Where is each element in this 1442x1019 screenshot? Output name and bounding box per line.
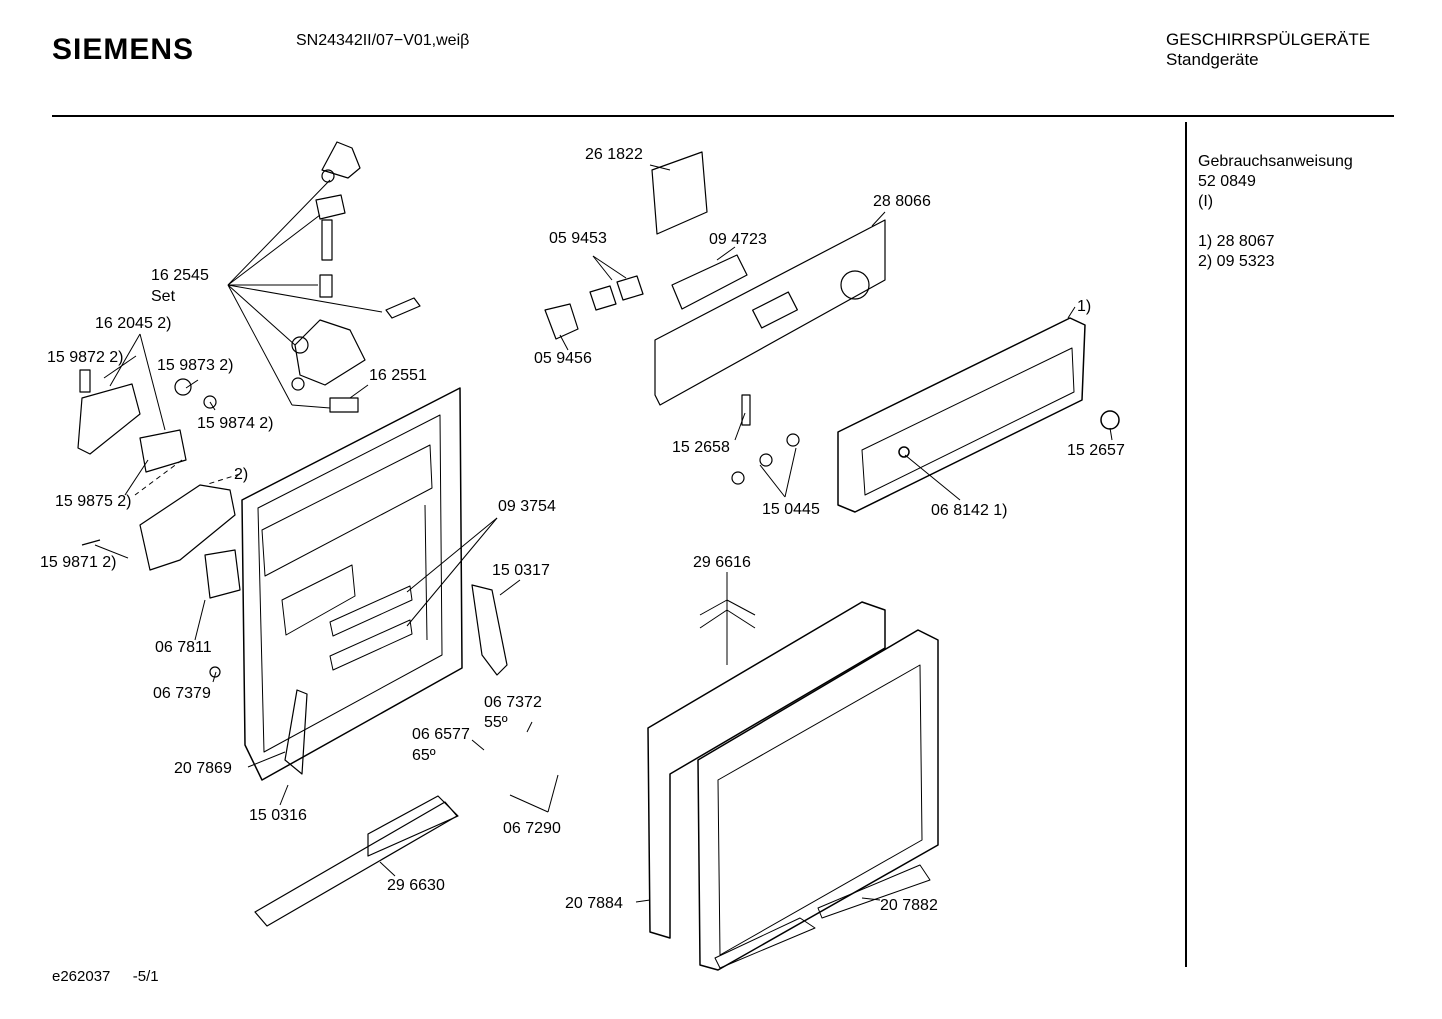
part-label: Set: [151, 288, 176, 305]
category-subtitle: Standgeräte: [1166, 50, 1259, 69]
door-frames: [647, 601, 939, 971]
category-title: GESCHIRRSPÜLGERÄTE: [1166, 30, 1371, 49]
part-label: 15 9874 2): [197, 415, 274, 432]
part-label: 09 4723: [709, 231, 767, 248]
manual-number: 52 0849: [1198, 173, 1256, 190]
control-panel-facia: [837, 317, 1120, 513]
part-label: 16 2551: [369, 367, 427, 384]
sidebar-notes: Gebrauchsanweisung 52 0849 (I) 1) 28 806…: [1198, 152, 1353, 272]
part-label: 16 2545: [151, 267, 209, 284]
part-label: 05 9453: [549, 230, 607, 247]
inner-door-panel: [241, 387, 463, 781]
leader-lines: [94, 164, 1113, 903]
part-label: 16 2045 2): [95, 315, 172, 332]
drawing-code: e262037: [52, 968, 111, 985]
part-label: 65º: [412, 747, 436, 764]
cable-harness: [699, 580, 756, 665]
part-label: 06 7379: [153, 685, 211, 702]
part-label: 55º: [484, 714, 508, 731]
page-number: -5/1: [132, 968, 159, 985]
part-label: 15 0317: [492, 562, 550, 579]
part-label: 09 3754: [498, 498, 556, 515]
part-label: 20 7884: [565, 895, 623, 912]
part-label: 15 0445: [762, 501, 820, 518]
part-label: 15 9872 2): [47, 349, 124, 366]
manual-title: Gebrauchsanweisung: [1198, 153, 1353, 170]
footnote-1: 1) 28 8067: [1198, 233, 1275, 250]
part-label: 26 1822: [585, 146, 643, 163]
brand-logo: SIEMENS: [52, 33, 195, 66]
part-label: 28 8066: [873, 193, 931, 210]
part-label: 15 2658: [672, 439, 730, 456]
part-label: 20 7882: [880, 897, 938, 914]
dispenser-parts: [77, 141, 508, 927]
part-label: 06 6577: [412, 726, 470, 743]
part-label: 06 7290: [503, 820, 561, 837]
part-label: 2): [234, 466, 249, 483]
part-label: 06 7372: [484, 694, 542, 711]
footer: e262037 -5/1: [52, 968, 159, 985]
category-block: GESCHIRRSPÜLGERÄTE Standgeräte: [1166, 30, 1370, 70]
part-label: 29 6630: [387, 877, 445, 894]
part-label: 20 7869: [174, 760, 232, 777]
part-label: 15 0316: [249, 807, 307, 824]
footnote-2: 2) 09 5323: [1198, 253, 1275, 270]
part-label: 1): [1077, 298, 1092, 315]
header-rule: [52, 115, 1394, 117]
part-label: 06 7811: [155, 639, 212, 656]
control-electronics: [544, 151, 886, 485]
part-label: 29 6616: [693, 554, 751, 571]
part-label: 15 2657: [1067, 442, 1125, 459]
model-number: SN24342II/07−V01,weiβ: [296, 32, 470, 49]
part-label: 15 9875 2): [55, 493, 132, 510]
manual-language: (I): [1198, 193, 1214, 210]
part-label: 05 9456: [534, 350, 592, 367]
sidebar-divider: [1185, 122, 1187, 967]
part-label: 15 9873 2): [157, 357, 234, 374]
part-label: 06 8142 1): [931, 502, 1008, 519]
part-label: 15 9871 2): [40, 554, 117, 571]
